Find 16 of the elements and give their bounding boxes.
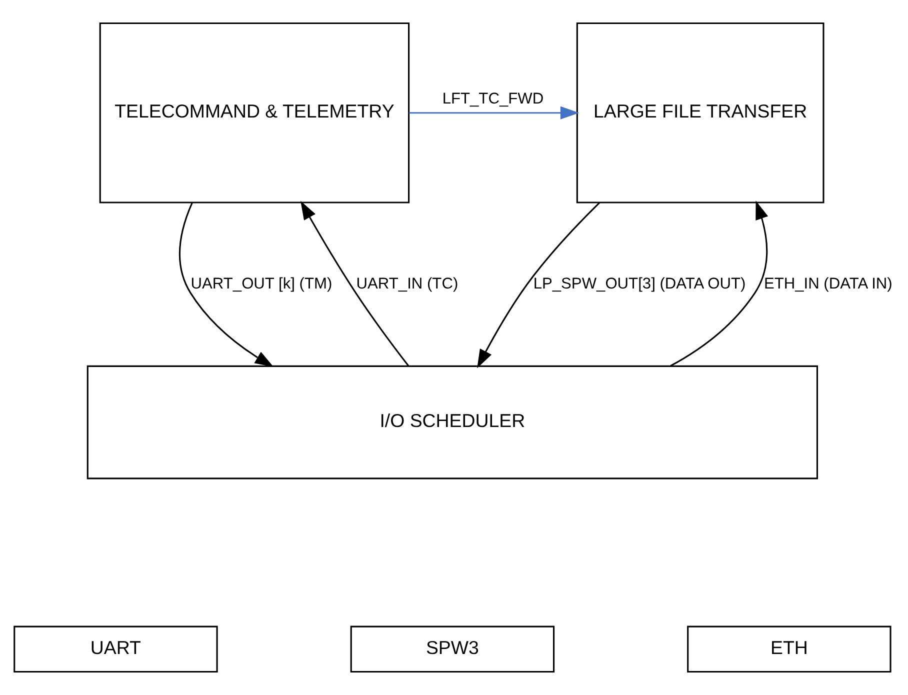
node-box: I/O SCHEDULER <box>86 365 818 480</box>
edge-label: ETH_IN (DATA IN) <box>764 275 892 292</box>
edge-label: LFT_TC_FWD <box>442 90 544 108</box>
arrow <box>477 202 600 368</box>
edge-label: UART_IN (TC) <box>356 275 458 292</box>
arrow <box>670 200 768 367</box>
node-box: LARGE FILE TRANSFER <box>576 22 824 204</box>
edge-label: LP_SPW_OUT[3] (DATA OUT) <box>533 275 746 292</box>
node-box: TELECOMMAND & TELEMETRY <box>99 22 410 204</box>
arrow <box>179 202 274 368</box>
node-box: SPW3 <box>350 626 555 673</box>
arrow <box>409 106 580 120</box>
node-box: UART <box>14 626 218 673</box>
arrow <box>300 200 410 366</box>
edge-label: UART_OUT [k] (TM) <box>190 275 332 292</box>
node-box: ETH <box>687 626 892 673</box>
